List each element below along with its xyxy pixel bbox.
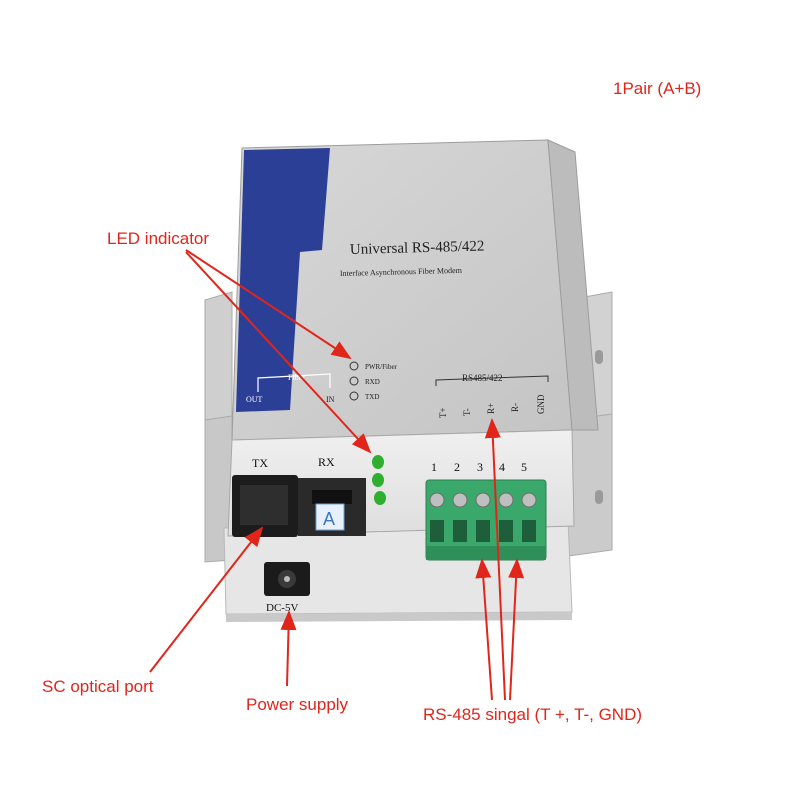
led-arrow-2 <box>185 251 372 454</box>
terminal-block <box>425 479 547 561</box>
led-legend: PWR/Fiber RXD TXD <box>349 361 398 401</box>
pair-caption: 1Pair (A+B) <box>613 79 702 98</box>
rs485-arrow-3 <box>508 558 525 701</box>
pointer-arrows <box>149 249 525 701</box>
terminal-r-plus: R+ <box>486 403 496 414</box>
status-leds <box>372 455 386 505</box>
led-indicator-caption: LED indicator <box>107 229 210 248</box>
led-label-rxd: RXD <box>365 378 380 386</box>
fiber-label: Fiber <box>288 373 305 382</box>
led-arrow-1 <box>185 249 352 360</box>
power-supply-caption: Power supply <box>246 695 349 714</box>
dc-power-jack <box>264 562 310 596</box>
terminal-t-minus: T- <box>462 408 472 416</box>
pin-numbers: 1 2 3 4 5 <box>431 460 527 474</box>
pin-4: 4 <box>499 460 505 474</box>
bus-label: RS485/422 <box>462 373 503 383</box>
terminal-gnd: GND <box>536 394 546 414</box>
rx-label: RX <box>318 455 335 469</box>
rs485-legend: RS485/422 T+ T- R+ R- GND <box>435 373 549 418</box>
tx-label: TX <box>252 456 268 470</box>
device-subtitle: Interface Asynchronous Fiber Modem <box>340 266 463 278</box>
terminal-r-minus: R- <box>510 403 520 412</box>
module-letter: A <box>323 509 335 529</box>
sc-arrow <box>149 526 264 673</box>
dc-label: DC-5V <box>266 602 298 614</box>
pin-1: 1 <box>431 460 437 474</box>
rs485-arrow-2 <box>484 418 506 701</box>
mounting-bracket-left <box>204 291 233 563</box>
out-label: OUT <box>246 395 263 404</box>
led-label-pwr: PWR/Fiber <box>365 363 398 371</box>
device-title: Universal RS-485/422 <box>350 238 485 258</box>
in-label: IN <box>326 395 335 404</box>
sc-optical-port: A <box>232 475 366 537</box>
power-arrow <box>280 610 297 687</box>
sc-optical-port-caption: SC optical port <box>42 677 154 696</box>
pin-3: 3 <box>477 460 483 474</box>
rs485-arrow-1 <box>475 558 493 701</box>
led-label-txd: TXD <box>365 393 379 401</box>
pin-5: 5 <box>521 460 527 474</box>
fiber-io-marks: Fiber OUT IN <box>246 373 335 404</box>
rs485-signal-caption: RS-485 singal (T +, T-, GND) <box>423 705 643 724</box>
pin-2: 2 <box>454 460 460 474</box>
terminal-t-plus: T+ <box>438 407 448 418</box>
